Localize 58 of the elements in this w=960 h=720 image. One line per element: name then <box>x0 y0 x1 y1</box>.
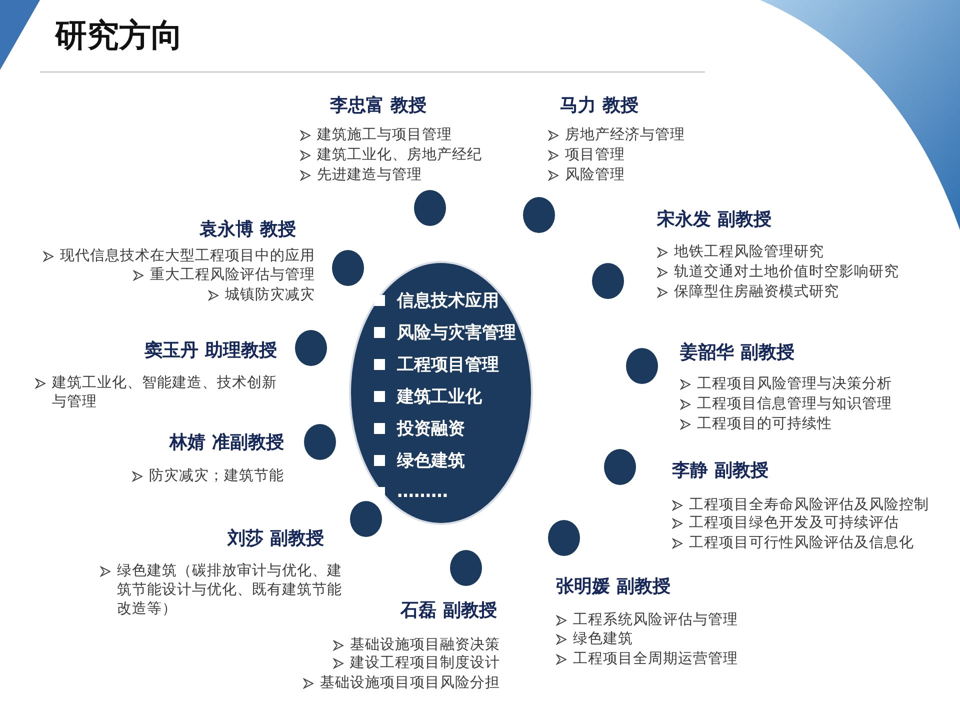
dot-circle <box>625 347 659 385</box>
research-topic: 工程项目全周期运营管理 <box>573 650 738 669</box>
research-topic: 工程系统风险评估与管理 <box>573 611 738 630</box>
research-topic: 建筑工业化、房地产经纪 <box>317 146 482 165</box>
research-topic: 工程项目可行性风险评估及信息化 <box>689 534 914 553</box>
research-topic: 重大工程风险评估与管理 <box>150 266 315 285</box>
dot-circle <box>449 549 483 587</box>
research-topic: 房地产经济与管理 <box>565 126 685 145</box>
dot-circle <box>303 423 337 461</box>
research-topic: 建设工程项目制度设计 <box>350 654 500 673</box>
topic-text: 风险与灾害管理 <box>397 322 516 344</box>
research-topic: 建筑工业化、智能建造、技术创新与管理 <box>52 374 278 412</box>
research-topic: 工程项目绿色开发及可持续评估 <box>689 514 899 533</box>
research-topic: 基础设施项目项目风险分担 <box>320 674 500 693</box>
research-topic: 现代信息技术在大型工程项目中的应用 <box>60 247 315 266</box>
research-topic: 项目管理 <box>565 146 625 165</box>
topic-text: ……… <box>397 482 448 502</box>
professor-name: 姜韶华 副教授 <box>680 342 794 364</box>
dot-circle <box>591 262 625 300</box>
research-topic: 绿色建筑（碳排放审计与优化、建筑节能设计与优化、既有建筑节能改造等） <box>117 562 343 619</box>
professor-name: 窦玉丹 助理教授 <box>144 340 277 362</box>
professor-name: 马力 教授 <box>560 95 638 117</box>
dot-circle <box>349 500 383 538</box>
research-topic: 防灾减灾；建筑节能 <box>149 467 284 486</box>
research-topic: 风险管理 <box>565 166 625 185</box>
professor-name: 张明媛 副教授 <box>556 576 670 598</box>
research-topic: 工程项目的可持续性 <box>697 415 832 434</box>
dot-circle <box>547 519 581 557</box>
research-topic: 保障型住房融资模式研究 <box>674 283 839 302</box>
professor-name: 李静 副教授 <box>672 460 768 482</box>
title: 研究方向 <box>55 15 183 56</box>
topic-ellipse <box>348 260 534 526</box>
dot-circle <box>522 196 556 234</box>
topic-text: 信息技术应用 <box>397 290 499 312</box>
research-topic: 城镇防灾减灾 <box>225 286 315 305</box>
research-topic: 工程项目全寿命风险评估及风险控制 <box>689 496 929 515</box>
dot-circle <box>413 189 447 227</box>
professor-name: 袁永博 教授 <box>200 219 296 241</box>
professor-name: 石磊 副教授 <box>400 600 497 622</box>
topic-text: 工程项目管理 <box>397 354 499 376</box>
research-topic: 工程项目风险管理与决策分析 <box>697 375 892 394</box>
research-topic: 基础设施项目融资决策 <box>350 636 500 654</box>
professor-name: 宋永发 副教授 <box>657 209 772 231</box>
professor-name: 林婧 准副教授 <box>170 432 284 454</box>
professor-name: 李忠富 教授 <box>330 95 426 117</box>
research-topic: 轨道交通对土地价值时空影响研究 <box>674 263 899 282</box>
research-topic: 地铁工程风险管理研究 <box>674 243 824 262</box>
professor-name: 刘莎 副教授 <box>228 528 324 550</box>
topic-text: 投资融资 <box>397 418 465 440</box>
research-topic: 先进建造与管理 <box>317 166 422 185</box>
research-topic: 工程项目信息管理与知识管理 <box>697 395 892 414</box>
research-topic: 绿色建筑 <box>573 630 633 649</box>
dot-circle <box>331 249 365 287</box>
topic-text: 绿色建筑 <box>397 450 465 472</box>
dot-circle <box>294 329 328 367</box>
dot-circle <box>603 448 637 486</box>
research-topic: 建筑施工与项目管理 <box>317 126 452 145</box>
topic-text: 建筑工业化 <box>397 386 482 408</box>
